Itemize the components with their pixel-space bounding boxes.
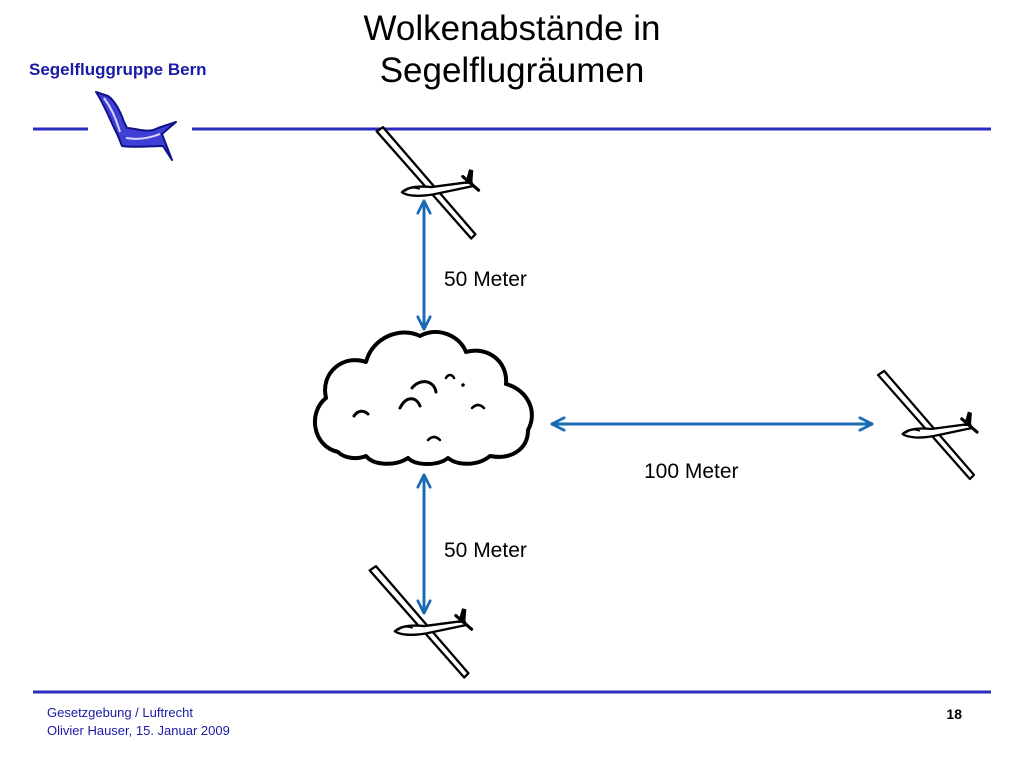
page-number: 18 [946, 706, 962, 722]
seagull-icon [95, 91, 177, 161]
brand-name: Segelfluggruppe Bern [29, 60, 207, 79]
slide-title: Wolkenabstände in Segelflugräumen [262, 8, 762, 92]
footer-author-date: Olivier Hauser, 15. Januar 2009 [47, 723, 230, 738]
distance-label-side: 100 Meter [644, 460, 739, 483]
glider-icon-right [876, 369, 979, 481]
glider-icon-bottom [368, 564, 474, 680]
distance-label-above: 50 Meter [444, 268, 527, 291]
footer-topic: Gesetzgebung / Luftrecht [47, 705, 193, 720]
slide-title-line-2: Segelflugräumen [379, 51, 645, 90]
slide-title-line-1: Wolkenabstände in [363, 9, 661, 48]
glider-icon-top [375, 125, 481, 241]
cloud-icon [312, 330, 534, 466]
distance-label-below: 50 Meter [444, 539, 527, 562]
footer-info: Gesetzgebung / Luftrecht Olivier Hauser,… [47, 704, 230, 740]
